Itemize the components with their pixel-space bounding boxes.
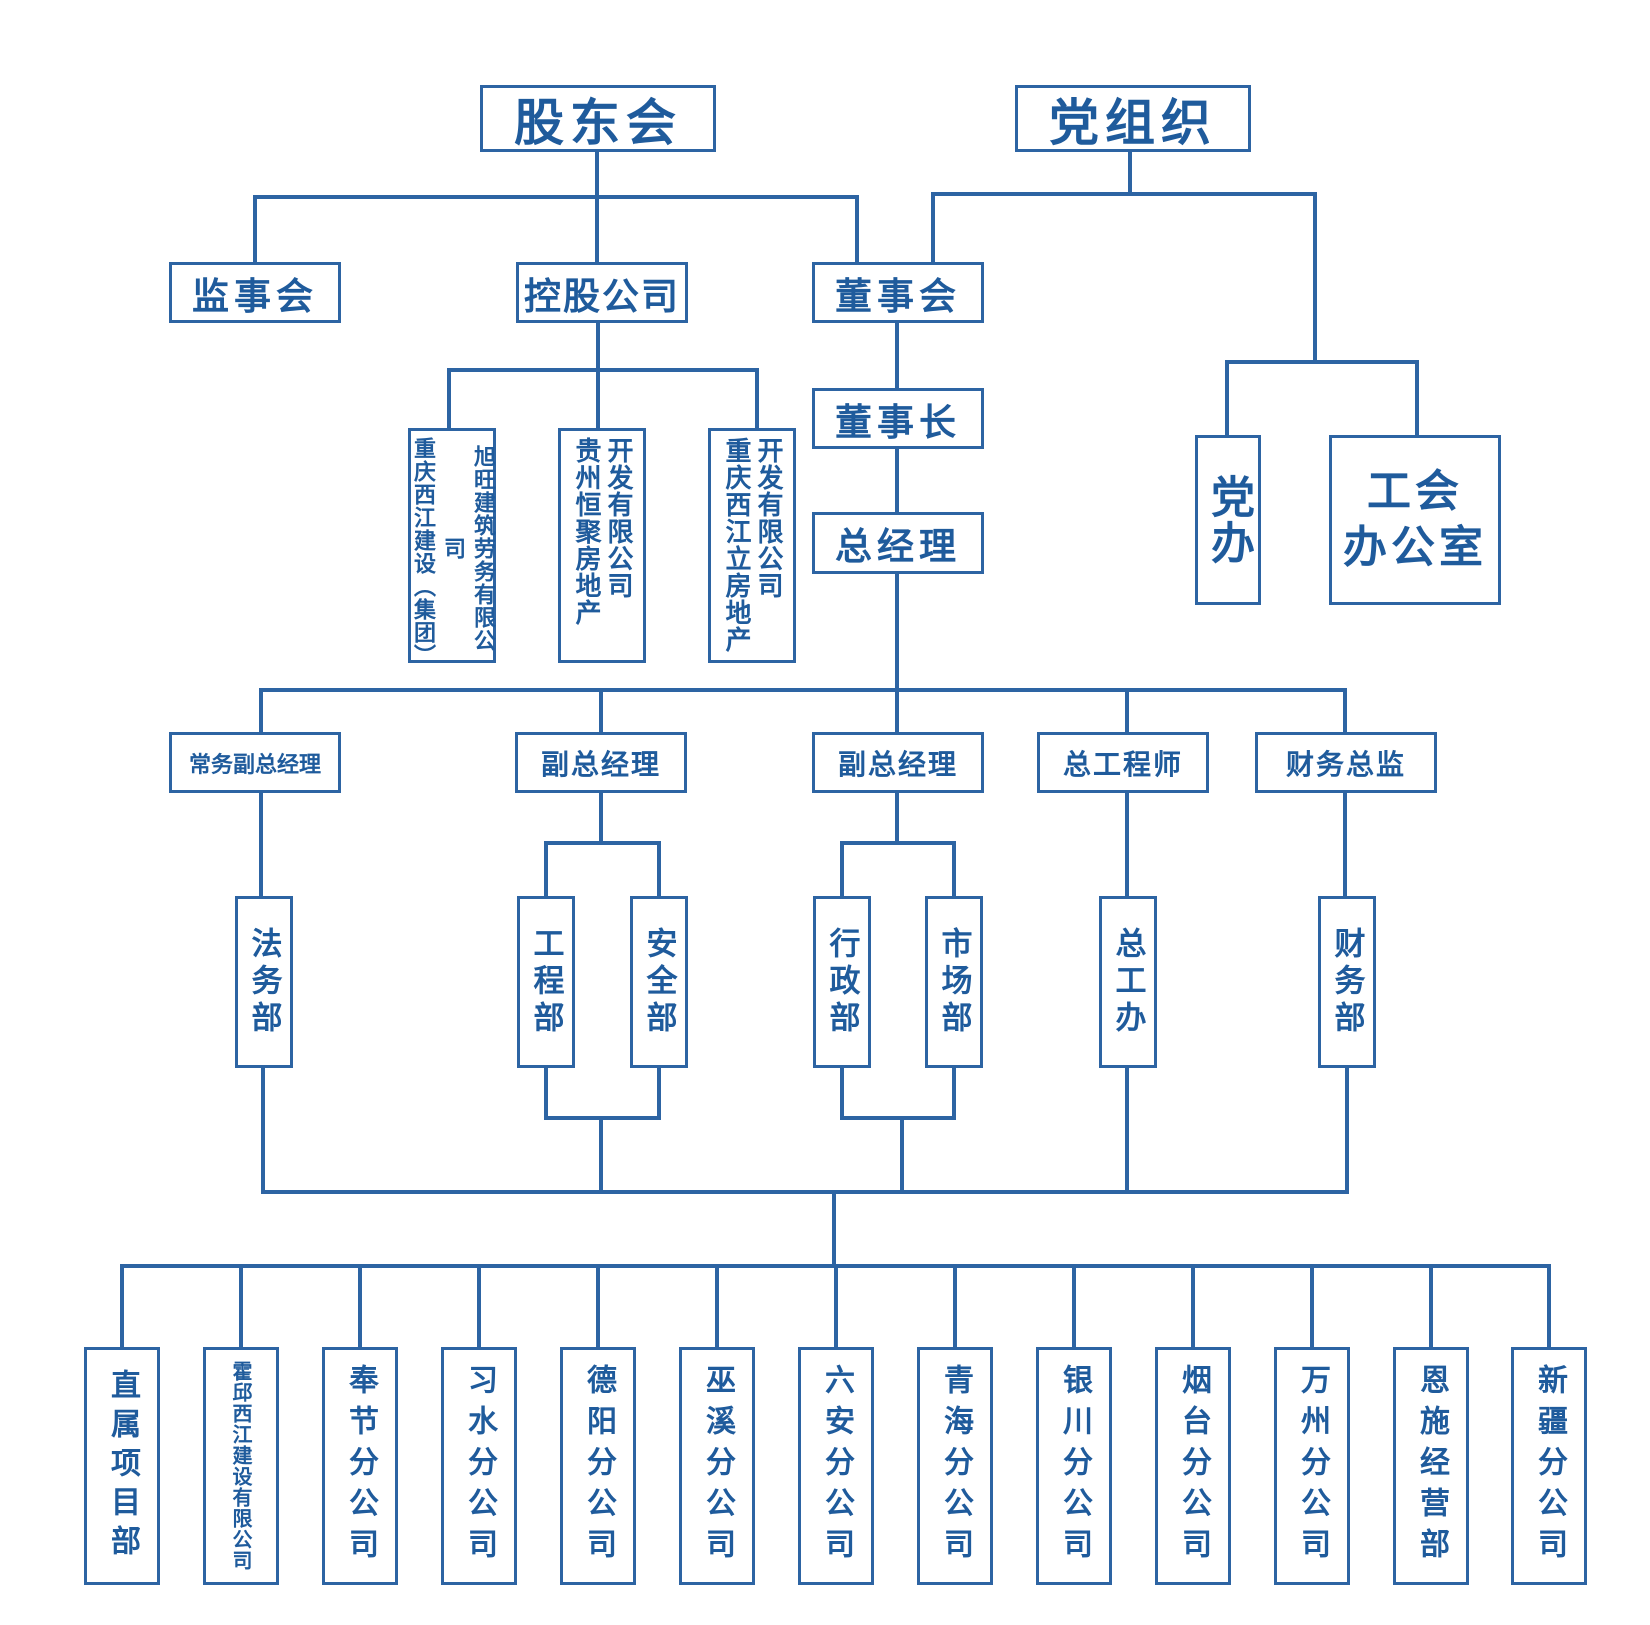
dept-box-finance: 财务部 (1318, 896, 1376, 1068)
subsidiary-1-text-b: 旭旺建筑劳务有限公司 (440, 445, 495, 652)
subsidiary-2-text-b: 开发有限公司 (603, 437, 633, 599)
supervisors-box: 监事会 (169, 262, 341, 323)
party-organization-box: 党组织 (1015, 85, 1251, 152)
subsidiary-1-text-a: 重庆西江建设（集团） (410, 437, 435, 667)
subsidiary-3-text-a: 重庆西江立房地产 (721, 437, 751, 653)
shareholders-meeting-box: 股东会 (480, 85, 716, 152)
branch-box-11: 万州分公司 (1274, 1347, 1350, 1585)
branch-box-10: 烟台分公司 (1155, 1347, 1231, 1585)
branch-box-8: 青海分公司 (917, 1347, 993, 1585)
union-label-line1: 工会 (1367, 466, 1463, 517)
subsidiary-2-text-a: 贵州恒聚房地产 (571, 437, 601, 626)
branch-box-4: 习水分公司 (441, 1347, 517, 1585)
subsidiary-box-2: 贵州恒聚房地产 开发有限公司 (558, 428, 646, 663)
branch-box-3: 奉节分公司 (322, 1347, 398, 1585)
branch-box-1: 直属项目部 (84, 1347, 160, 1585)
board-of-directors-box: 董事会 (812, 262, 984, 323)
deputy-box-executive-vp: 常务副总经理 (169, 732, 341, 793)
branch-box-6: 巫溪分公司 (679, 1347, 755, 1585)
dept-box-administration: 行政部 (813, 896, 871, 1068)
dept-box-legal: 法务部 (235, 896, 293, 1068)
subsidiary-3-text-b: 开发有限公司 (753, 437, 783, 599)
holding-company-box: 控股公司 (516, 262, 688, 323)
deputy-box-vp-1: 副总经理 (515, 732, 687, 793)
branch-box-2: 霍邱西江建设有限公司 (203, 1347, 279, 1585)
union-office-box: 工会 办公室 (1329, 435, 1501, 605)
branch-box-12: 恩施经营部 (1393, 1347, 1469, 1585)
deputy-box-chief-engineer: 总工程师 (1037, 732, 1209, 793)
subsidiary-box-3: 重庆西江立房地产 开发有限公司 (708, 428, 796, 663)
party-office-label: 党办 (1203, 474, 1254, 566)
subsidiary-box-1: 重庆西江建设（集团） 旭旺建筑劳务有限公司 (408, 428, 496, 667)
branch-box-5: 德阳分公司 (560, 1347, 636, 1585)
dept-box-chief-engineer-office: 总工办 (1099, 896, 1157, 1068)
general-manager-box: 总经理 (812, 512, 984, 574)
dept-box-safety: 安全部 (630, 896, 688, 1068)
deputy-box-vp-2: 副总经理 (812, 732, 984, 793)
branch-box-7: 六安分公司 (798, 1347, 874, 1585)
deputy-box-cfo: 财务总监 (1255, 732, 1437, 793)
party-office-box: 党办 (1195, 435, 1261, 605)
branch-box-13: 新疆分公司 (1511, 1347, 1587, 1585)
chairman-box: 董事长 (812, 388, 984, 449)
dept-box-engineering: 工程部 (517, 896, 575, 1068)
union-label-line2: 办公室 (1343, 522, 1487, 573)
dept-box-marketing: 市场部 (925, 896, 983, 1068)
branch-box-9: 银川分公司 (1036, 1347, 1112, 1585)
